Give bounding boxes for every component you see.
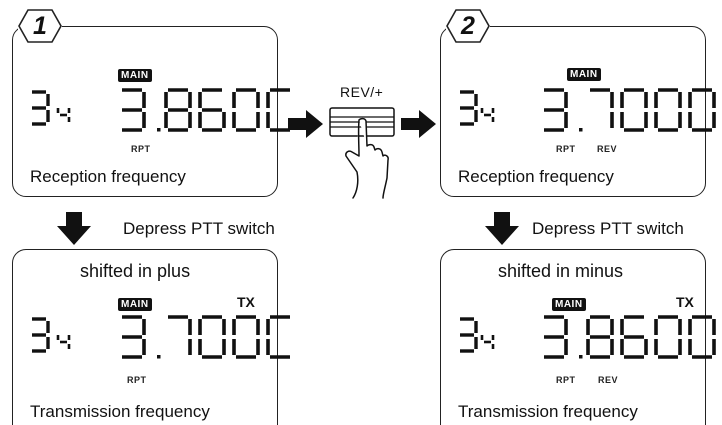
panel-caption: Transmission frequency bbox=[458, 402, 638, 421]
lcd-digit bbox=[654, 88, 682, 132]
main-badge: MAIN bbox=[118, 298, 152, 311]
lcd-digit bbox=[198, 88, 226, 132]
lcd-digit bbox=[590, 88, 614, 128]
lcd-digit-small bbox=[480, 335, 495, 349]
hand-pressing-key-icon bbox=[329, 107, 395, 199]
ptt-instruction: Depress PTT switch bbox=[123, 219, 275, 238]
lcd-digit bbox=[688, 315, 716, 359]
tx-indicator: TX bbox=[676, 294, 694, 310]
main-badge: MAIN bbox=[567, 68, 601, 81]
lcd-frequency-display bbox=[460, 315, 716, 359]
lcd-digit bbox=[620, 88, 648, 132]
lcd-digit bbox=[688, 88, 716, 132]
arrow-right-icon bbox=[288, 110, 323, 138]
lcd-digit bbox=[586, 315, 614, 359]
lcd-digit bbox=[168, 315, 192, 355]
main-badge: MAIN bbox=[118, 69, 152, 82]
lcd-digit bbox=[620, 315, 648, 359]
tx-indicator: TX bbox=[237, 294, 255, 310]
rpt-indicator: RPT bbox=[556, 375, 576, 385]
lcd-digit bbox=[232, 315, 260, 359]
lcd-digit bbox=[266, 88, 290, 132]
lcd-digit bbox=[32, 317, 50, 353]
lcd-digit-small bbox=[480, 108, 495, 122]
transmission-panel-2 bbox=[440, 249, 706, 425]
shift-caption: shifted in plus bbox=[80, 261, 191, 281]
rev-key-label: REV/+ bbox=[340, 84, 384, 100]
rpt-indicator: RPT bbox=[131, 144, 151, 154]
rev-indicator: REV bbox=[597, 144, 618, 154]
reception-panel-1 bbox=[12, 26, 278, 197]
lcd-digit-small bbox=[56, 108, 71, 122]
arrow-down-icon bbox=[485, 212, 519, 245]
shift-caption: shifted in minus bbox=[498, 261, 624, 281]
lcd-digit-small bbox=[56, 335, 71, 349]
arrow-down-icon bbox=[57, 212, 91, 245]
lcd-decimal-point bbox=[157, 355, 161, 359]
panel-caption: Transmission frequency bbox=[30, 402, 210, 421]
lcd-digit bbox=[122, 88, 146, 132]
main-badge: MAIN bbox=[552, 298, 586, 311]
lcd-decimal-point bbox=[579, 355, 583, 359]
lcd-digit bbox=[164, 88, 192, 132]
lcd-digit bbox=[544, 315, 568, 359]
lcd-digit bbox=[654, 315, 682, 359]
panel-caption: Reception frequency bbox=[458, 167, 614, 186]
lcd-decimal-point bbox=[579, 128, 583, 132]
arrow-right-icon bbox=[401, 110, 436, 138]
lcd-decimal-point bbox=[157, 128, 161, 132]
lcd-digit bbox=[266, 315, 290, 359]
lcd-frequency-display bbox=[32, 315, 290, 359]
reception-panel-2 bbox=[440, 26, 706, 197]
rpt-indicator: RPT bbox=[556, 144, 576, 154]
step-number-1: 1 bbox=[33, 12, 47, 40]
transmission-panel-1 bbox=[12, 249, 278, 425]
lcd-digit bbox=[32, 90, 50, 126]
step-badge-1: 1 bbox=[18, 9, 62, 43]
rpt-indicator: RPT bbox=[127, 375, 147, 385]
step-badge-2: 2 bbox=[446, 9, 490, 43]
lcd-digit bbox=[198, 315, 226, 359]
rev-indicator: REV bbox=[598, 375, 619, 385]
lcd-digit bbox=[232, 88, 260, 132]
lcd-digit bbox=[460, 90, 478, 126]
step-number-2: 2 bbox=[461, 12, 475, 40]
ptt-instruction: Depress PTT switch bbox=[532, 219, 684, 238]
panel-caption: Reception frequency bbox=[30, 167, 186, 186]
lcd-digit bbox=[122, 315, 146, 359]
lcd-digit bbox=[544, 88, 568, 132]
lcd-frequency-display bbox=[32, 88, 290, 132]
lcd-frequency-display bbox=[460, 88, 716, 132]
lcd-digit bbox=[460, 317, 478, 353]
